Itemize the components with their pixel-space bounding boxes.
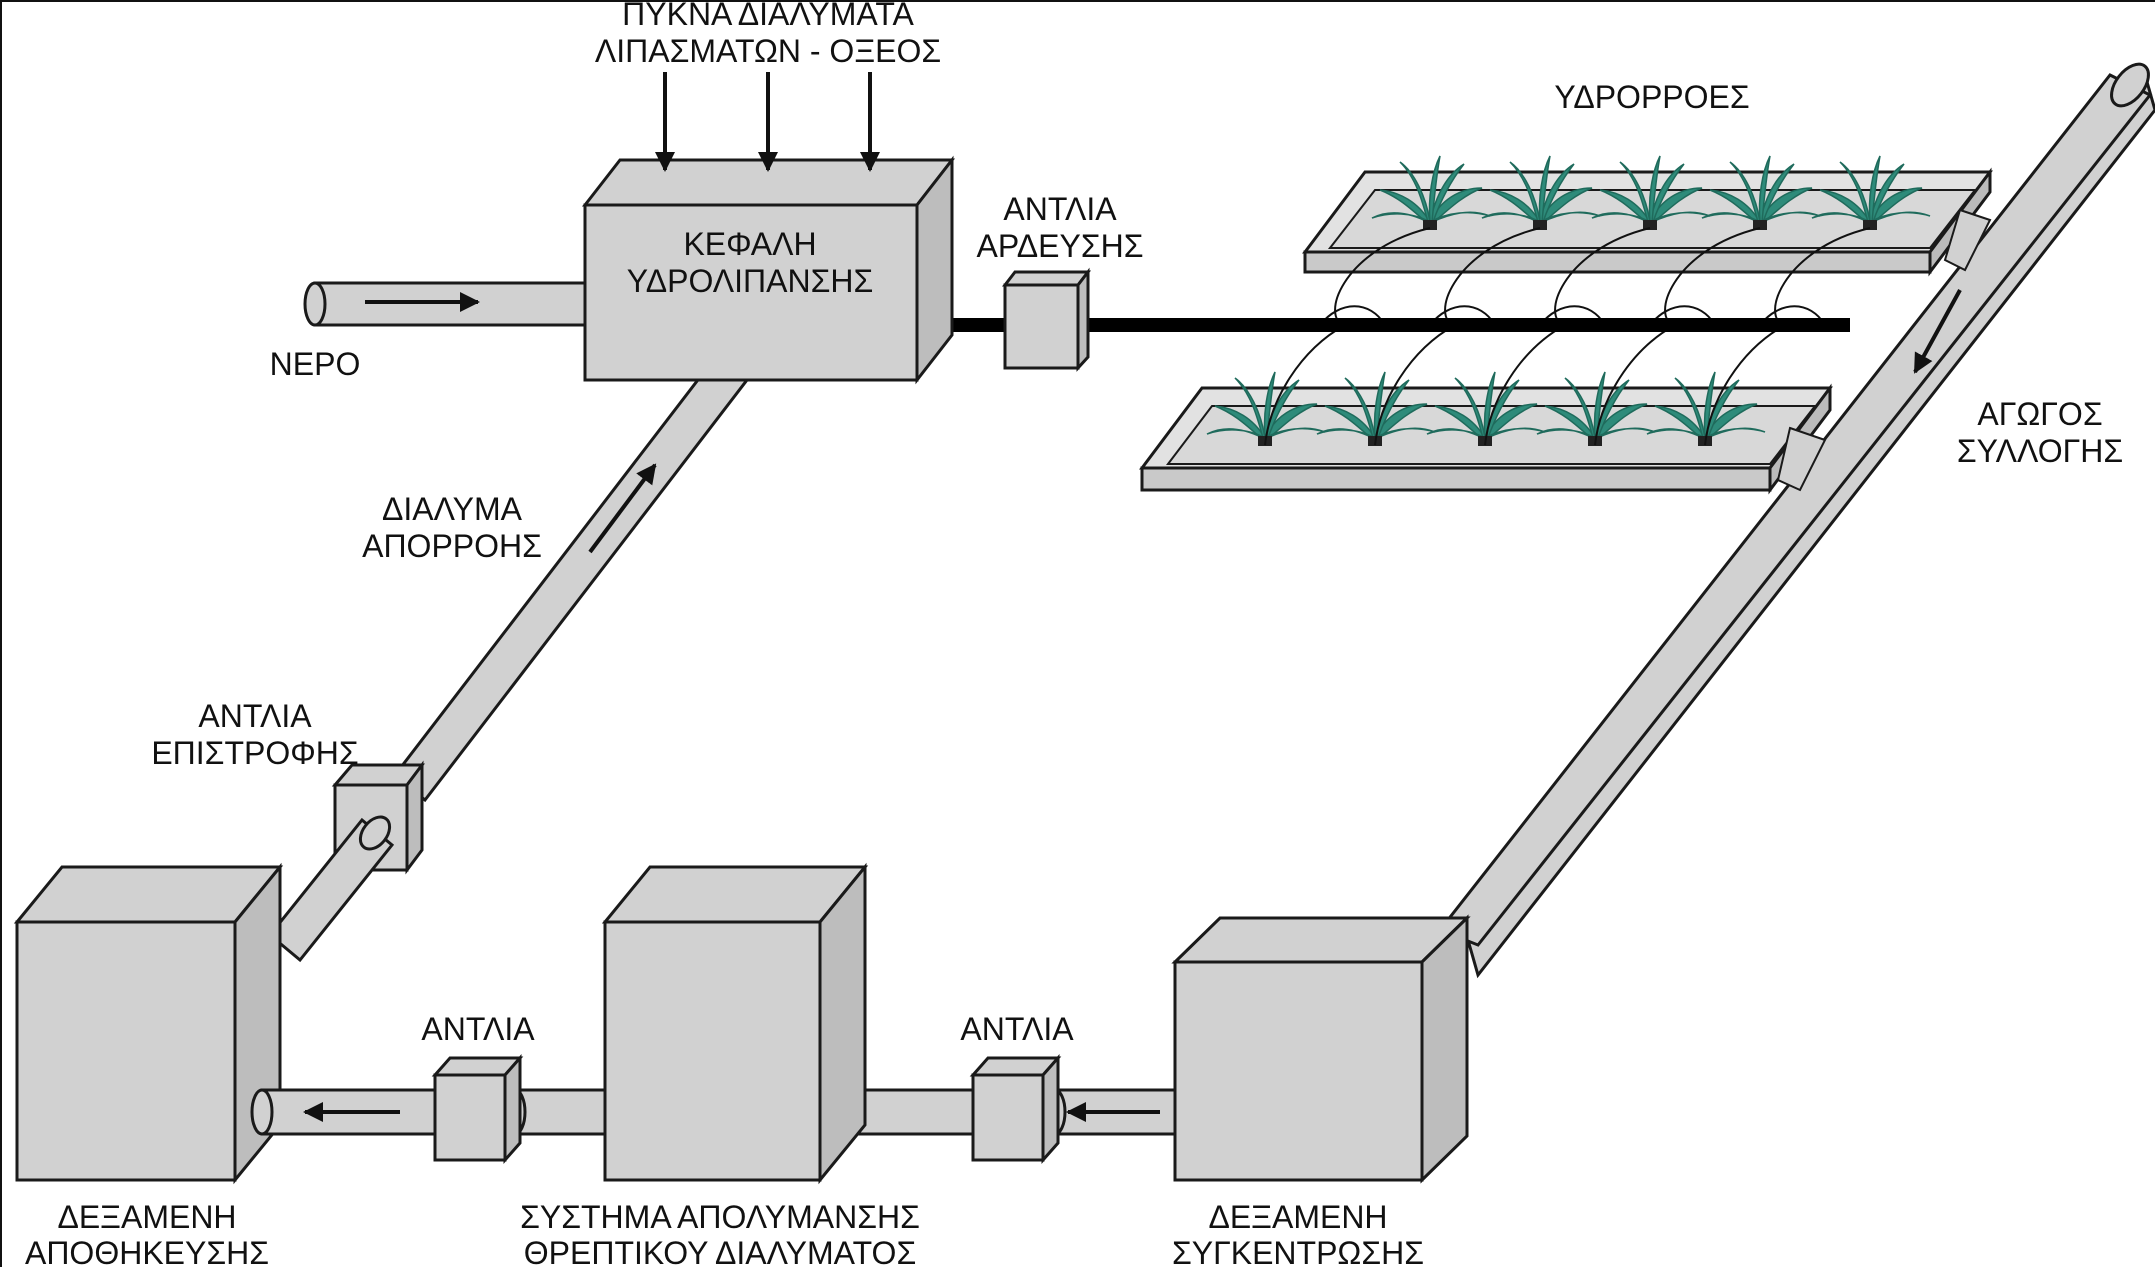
collector-label: ΣΥΛΛΟΓΗΣ <box>1957 433 2123 469</box>
pump-right-label: ΑΝΤΛΙΑ <box>960 1011 1074 1047</box>
storage-tank <box>13 862 284 1185</box>
pump-left <box>431 1054 524 1164</box>
gutters-label: ΥΔΡΟΡΡΟΕΣ <box>1554 79 1749 115</box>
disinfection-system <box>601 862 869 1185</box>
irrigation-pump-label: ΑΡΔΕΥΣΗΣ <box>976 228 1143 264</box>
drain-solution-label: ΔΙΑΛΥΜΑ <box>382 491 523 527</box>
pump-right <box>969 1054 1062 1164</box>
collector-flow-arrow <box>1913 289 1962 374</box>
water-label: ΝΕΡΟ <box>270 346 361 382</box>
disinfection-label: ΘΡΕΠΤΙΚΟΥ ΔΙΑΛΥΜΑΤΟΣ <box>524 1235 916 1267</box>
return-pump-label: ΑΝΤΛΙΑ <box>198 698 312 734</box>
collection-tank-label: ΔΕΞΑΜΕΝΗ <box>1208 1199 1387 1235</box>
fertigation-head-label: ΥΔΡΟΛΙΠΑΝΣΗΣ <box>627 263 874 299</box>
return-pipe-lower <box>267 815 395 963</box>
collector-pipe <box>1437 62 2155 979</box>
storage-tank-label: ΑΠΟΘΗΚΕΥΣΗΣ <box>25 1235 269 1267</box>
fertigation-head-label: ΚΕΦΑΛΗ <box>683 226 816 262</box>
concentrates-label: ΠΥΚΝΑ ΔΙΑΛΥΜΑΤΑ <box>622 0 914 32</box>
storage-tank-label: ΔΕΞΑΜΕΝΗ <box>57 1199 236 1235</box>
return-pump-label: ΕΠΙΣΤΡΟΦΗΣ <box>151 735 358 771</box>
disinfection-label: ΣΥΣΤΗΜΑ ΑΠΟΛΥΜΑΝΣΗΣ <box>520 1199 920 1235</box>
drain-solution-label: ΑΠΟΡΡΟΗΣ <box>362 528 542 564</box>
drain-flow-arrow <box>588 463 657 554</box>
irrigation-pump-label: ΑΝΤΛΙΑ <box>1003 191 1117 227</box>
collector-label: ΑΓΩΓΟΣ <box>1977 396 2102 432</box>
irrigation-pump <box>1001 267 1092 372</box>
pump-left-label: ΑΝΤΛΙΑ <box>421 1011 535 1047</box>
collection-tank-label: ΣΥΓΚΕΝΤΡΩΣΗΣ <box>1172 1235 1424 1267</box>
concentrate-arrows <box>655 72 880 172</box>
drip-lines <box>1264 227 1871 446</box>
collection-tank <box>1171 914 1471 1184</box>
concentrates-label: ΛΙΠΑΣΜΑΤΩΝ - ΟΞΕΟΣ <box>595 33 941 69</box>
